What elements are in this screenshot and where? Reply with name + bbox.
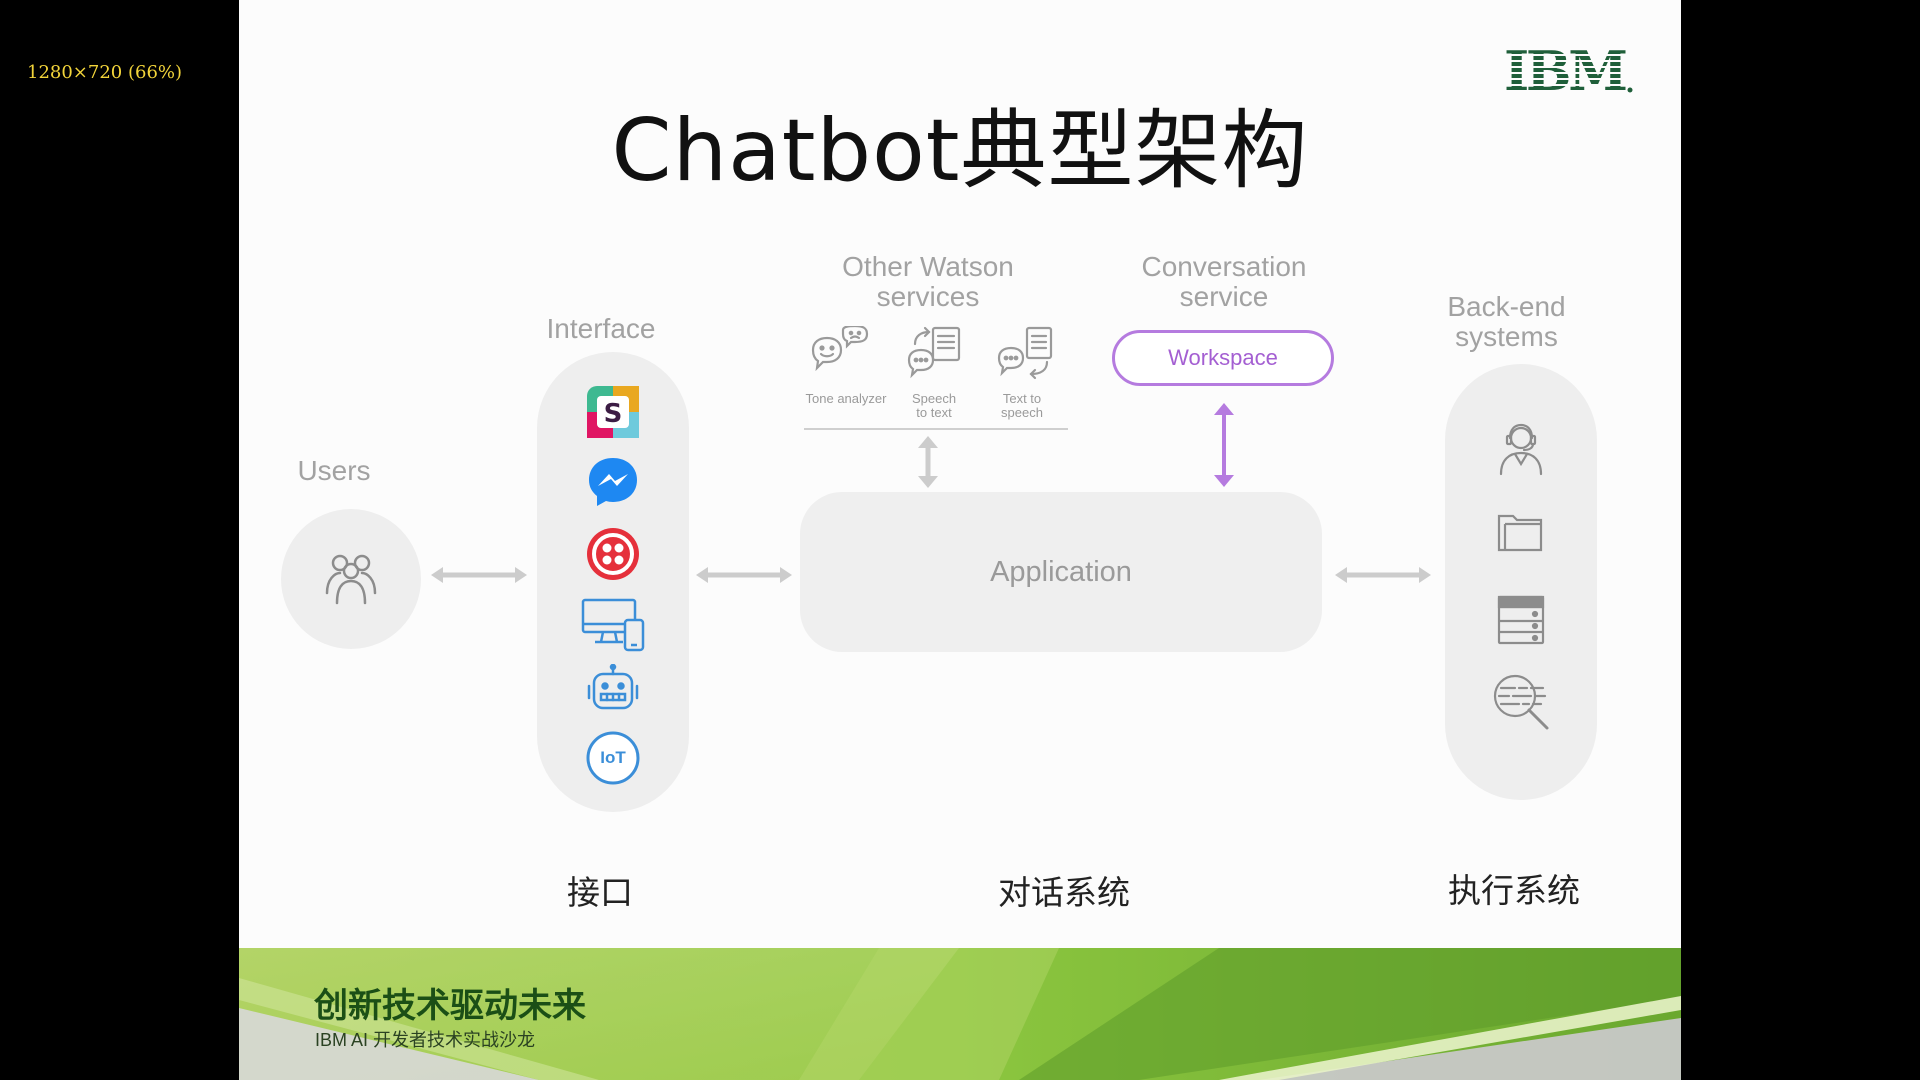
tone-analyzer-icon xyxy=(811,326,869,372)
users-interface-arrow xyxy=(431,567,527,583)
ibm-logo: IBM xyxy=(1504,44,1633,96)
execution-system-zh-label: 执行系统 xyxy=(1448,871,1580,910)
agent-icon xyxy=(1499,423,1543,476)
footer-background xyxy=(239,948,1681,1080)
services-divider xyxy=(804,428,1068,430)
application-box: Application xyxy=(800,492,1322,652)
viewer-zoom-label: 1280×720 (66%) xyxy=(27,62,183,83)
services-application-arrow xyxy=(918,436,938,488)
desktop-mobile-icon[interactable] xyxy=(581,596,645,652)
slack-icon[interactable]: S xyxy=(585,384,641,440)
folder-icon xyxy=(1497,514,1543,552)
tone-analyzer-caption: Tone analyzer xyxy=(805,391,887,406)
workspace-application-arrow xyxy=(1214,403,1234,487)
iot-icon-label: IoT xyxy=(600,748,626,767)
application-label: Application xyxy=(990,555,1132,588)
text-to-speech-caption: Text to speech xyxy=(1001,391,1043,420)
footer-subtitle: IBM AI 开发者技术实战沙龙 xyxy=(315,1030,536,1050)
footer-title: 创新技术驱动未来 xyxy=(314,986,586,1026)
other-watson-services-label: Other Watson services xyxy=(842,251,1014,312)
dialog-system-zh-label: 对话系统 xyxy=(998,873,1130,912)
twilio-icon[interactable] xyxy=(585,526,641,582)
backend-column xyxy=(1445,364,1597,800)
backend-systems-label: Back-end systems xyxy=(1447,291,1566,352)
speech-to-text-icon xyxy=(907,326,961,379)
interface-label: Interface xyxy=(546,313,656,344)
interface-application-arrow xyxy=(696,567,792,583)
speech-to-text-caption: Speech to text xyxy=(911,391,957,420)
text-to-speech-icon xyxy=(997,326,1053,380)
svg-text:S: S xyxy=(604,399,623,429)
users-label: Users xyxy=(297,455,371,486)
data-search-icon xyxy=(1493,674,1549,730)
footer-banner: 创新技术驱动未来 IBM AI 开发者技术实战沙龙 xyxy=(239,948,1681,1080)
interface-zh-label: 接口 xyxy=(567,873,633,912)
slide: IBM Chatbot典型架构 Users Interface Other Wa… xyxy=(239,0,1681,1080)
svg-text:IBM: IBM xyxy=(1504,44,1628,96)
messenger-icon[interactable] xyxy=(585,454,641,510)
workspace-button[interactable]: Workspace xyxy=(1112,330,1334,386)
users-group-icon xyxy=(325,554,377,605)
server-icon xyxy=(1497,595,1545,645)
robot-icon[interactable] xyxy=(585,664,641,716)
conversation-service-label: Conversation service xyxy=(1141,251,1307,312)
application-backend-arrow xyxy=(1335,567,1431,583)
slide-title: Chatbot典型架构 xyxy=(611,101,1309,201)
iot-icon[interactable]: IoT xyxy=(585,730,641,786)
